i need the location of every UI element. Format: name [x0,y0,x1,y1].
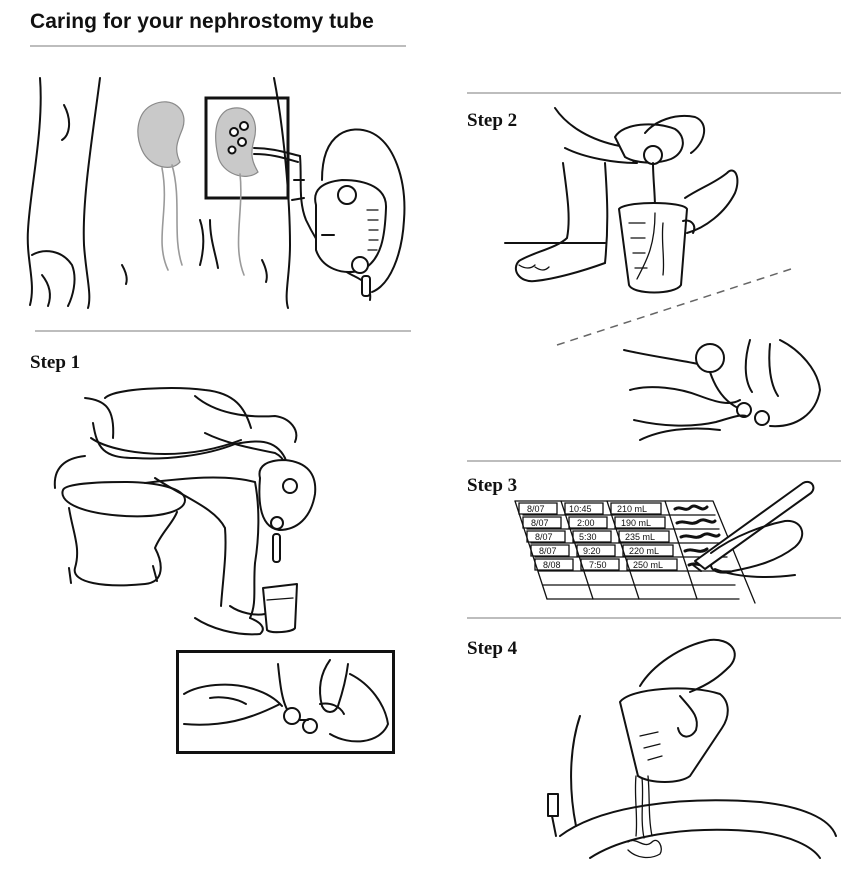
step-4-label: Step 4 [467,638,518,659]
step-1-illustration [45,378,335,643]
irrigation-bottle [615,124,683,162]
log-time: 7:50 [589,560,607,570]
measuring-cup [619,203,687,293]
log-row-2: 8/07 2:00 190 mL [531,518,651,528]
toilet [55,398,113,488]
handwritten-notes [675,506,719,565]
step1-bag [259,460,315,530]
step-3-divider [467,617,841,619]
drainage-bag [315,180,386,272]
log-row-3: 8/07 5:30 235 mL [535,532,655,542]
log-row-4: 8/07 9:20 220 mL [539,546,659,556]
log-time: 2:00 [577,518,595,528]
log-date: 8/07 [539,546,557,556]
pen [695,482,813,569]
log-date: 8/08 [543,560,561,570]
log-date: 8/07 [535,532,553,542]
section-divider [35,330,411,332]
kidney-highlight-box [206,98,288,198]
log-volume: 250 mL [633,560,663,570]
hand-right-detail [746,340,820,426]
title-divider [30,45,406,47]
step-1-detail-box [176,650,395,754]
log-volume: 235 mL [625,532,655,542]
log-row-5: 8/08 7:50 250 mL [543,560,663,570]
hand-left [630,387,746,426]
body-outline [28,78,41,305]
log-date: 8/07 [527,504,545,514]
collection-cup [263,584,297,632]
log-volume: 190 mL [621,518,651,528]
hand-right [685,171,737,233]
log-volume: 210 mL [617,504,647,514]
step-1-detail-illustration [180,654,392,752]
right-top-divider [467,92,841,94]
step-2-illustration [505,103,750,303]
step-4-illustration [540,636,840,868]
toilet-bowl [571,716,580,826]
step-2-label: Step 2 [467,110,518,131]
log-time: 10:45 [569,504,592,514]
kidney-anatomy-illustration [22,70,412,315]
log-time: 9:20 [583,546,601,556]
left-kidney [138,102,184,168]
step-2-divider [467,460,841,462]
water-stream [635,776,652,838]
step-1-label: Step 1 [30,352,81,373]
log-date: 8/07 [531,518,549,528]
nephrostomy-tube [254,148,300,156]
log-time: 5:30 [579,532,597,542]
output-log-table [515,501,755,603]
person-seated [105,388,251,428]
step-2-connector-illustration [620,330,825,450]
page-title: Caring for your nephrostomy tube [30,10,374,33]
log-volume: 220 mL [629,546,659,556]
step-3-log-illustration: 8/07 10:45 210 mL 8/07 2:00 190 mL 8/07 … [515,495,815,605]
pouring-hand [640,640,735,737]
seated-legs [516,163,605,281]
right-kidney [216,108,258,176]
step-3-label: Step 3 [467,475,518,496]
connector [278,664,290,714]
log-row-1: 8/07 10:45 210 mL [527,504,647,514]
pouring-cup [620,688,728,782]
